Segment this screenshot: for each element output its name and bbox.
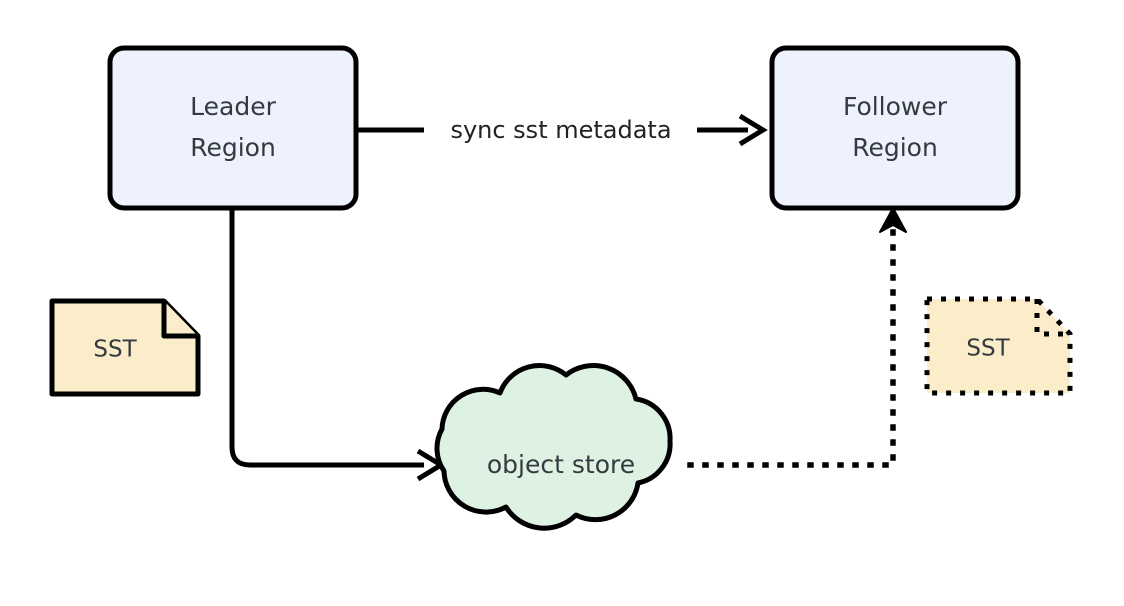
node-leader-region-box[interactable]	[107, 45, 359, 211]
node-sst-note-follower-fill[interactable]	[927, 299, 1070, 393]
node-object-store-label: object store	[487, 450, 635, 479]
edge-object-store-to-follower-arrowhead-icon	[879, 207, 907, 233]
node-sst-note-leader-fold-icon	[161, 301, 198, 339]
node-leader-region-label-line2: Region	[190, 133, 276, 162]
node-object-store-cloud[interactable]	[434, 363, 673, 531]
edge-leader-to-follower-label: sync sst metadata	[450, 116, 671, 144]
node-sst-note-leader[interactable]: SST	[49, 298, 201, 397]
node-object-store[interactable]: object store	[434, 363, 673, 531]
node-follower-region-label-line1: Follower	[843, 92, 948, 121]
node-leader-region-label-line1: Leader	[190, 92, 276, 121]
edge-leader-to-follower: sync sst metadata	[358, 113, 768, 147]
edge-leader-to-object-store-path	[229, 210, 424, 468]
edge-leader-to-object-store	[229, 210, 446, 482]
edge-object-store-to-follower-path	[687, 225, 896, 468]
edge-leader-to-follower-arrowhead-icon	[738, 113, 768, 147]
node-sst-note-follower-label: SST	[966, 336, 1010, 362]
node-sst-note-leader-label: SST	[93, 337, 137, 363]
edge-object-store-to-follower	[687, 207, 907, 468]
node-leader-region[interactable]: Leader Region	[107, 45, 359, 211]
node-follower-region-label-line2: Region	[852, 133, 938, 162]
node-sst-note-follower-fold-icon	[1034, 299, 1070, 337]
node-sst-note-follower[interactable]: SST	[924, 296, 1073, 396]
node-follower-region[interactable]: Follower Region	[769, 45, 1021, 211]
node-follower-region-box[interactable]	[769, 45, 1021, 211]
